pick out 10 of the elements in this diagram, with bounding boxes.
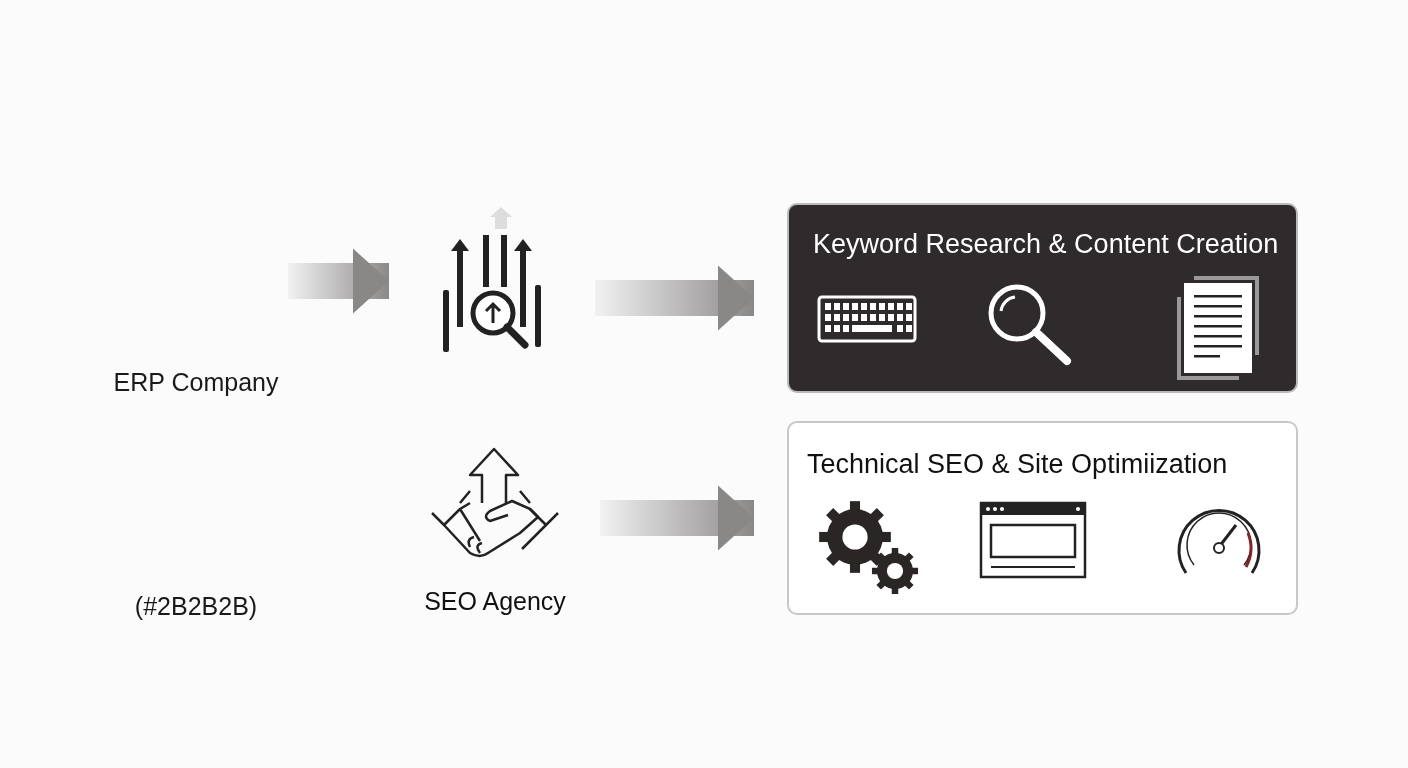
process-panel — [787, 203, 1298, 393]
block-arrow — [288, 248, 389, 314]
node-label: SEO Agency — [424, 587, 566, 616]
caption-text: ERP Company — [113, 368, 279, 397]
panel-heading: Keyword Research & Content Creation — [813, 229, 1279, 260]
block-arrow — [595, 265, 754, 331]
panel-heading: Technical SEO & Site Optimiization — [807, 449, 1228, 480]
caption-text: (#2B2B2B) — [134, 592, 258, 621]
process-panel — [787, 421, 1298, 615]
block-arrow — [600, 485, 754, 551]
